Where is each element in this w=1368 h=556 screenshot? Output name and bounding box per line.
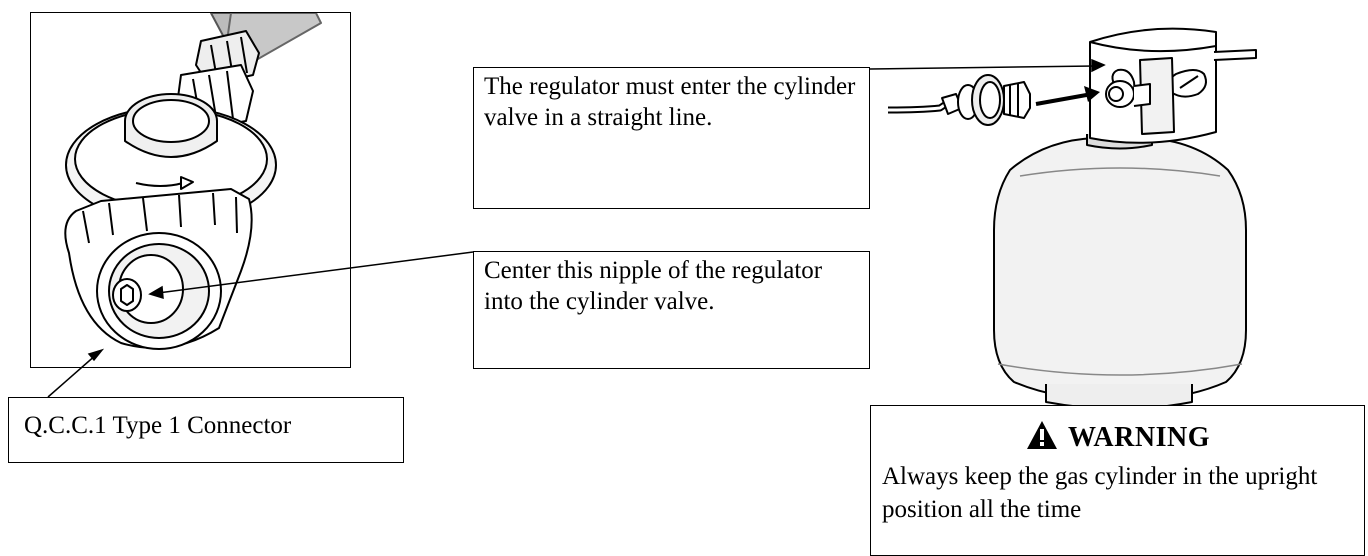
leader-line-regulator (869, 65, 1096, 70)
callout-nipple-center: Center this nipple of the regulator into… (473, 251, 870, 369)
warning-heading: WARNING (1068, 422, 1210, 453)
warning-box: WARNING Always keep the gas cylinder in … (870, 405, 1365, 556)
regulator-detail-frame (30, 12, 351, 368)
warning-heading-row: WARNING (882, 420, 1354, 460)
leader-line-connector (47, 353, 98, 398)
regulator-closeup-illustration (64, 13, 322, 350)
callout-regulator-alignment: The regulator must enter the cylinder va… (473, 67, 870, 209)
warning-message: Always keep the gas cylinder in the upri… (882, 463, 1318, 523)
warning-triangle-icon (1026, 420, 1058, 460)
leader-line-nipple (157, 251, 474, 294)
straight-line-arrow (1035, 86, 1100, 106)
callout-regulator-text: The regulator must enter the cylinder va… (484, 73, 856, 131)
callout-nipple-text: Center this nipple of the regulator into… (484, 257, 823, 315)
callout-connector-type: Q.C.C.1 Type 1 Connector (8, 397, 404, 463)
callout-connector-text: Q.C.C.1 Type 1 Connector (24, 412, 292, 439)
cylinder-body (993, 137, 1247, 403)
